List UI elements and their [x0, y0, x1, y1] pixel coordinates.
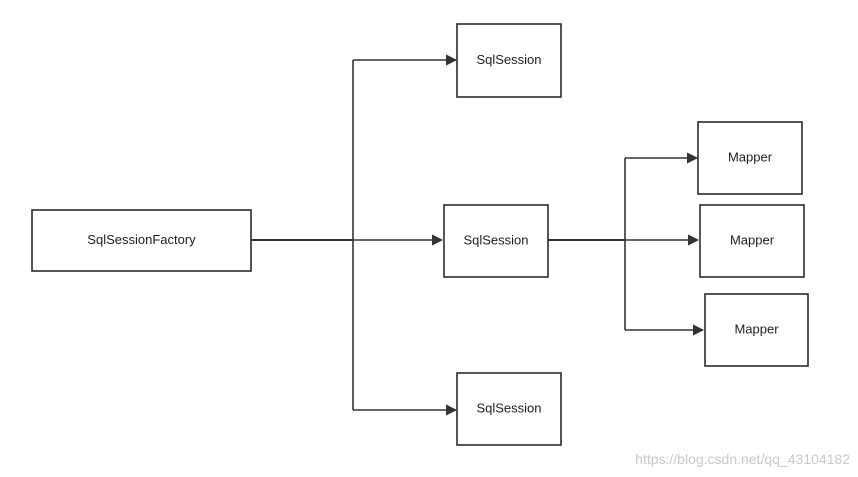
node-label: SqlSession: [476, 52, 541, 67]
node-mapper-1: Mapper: [697, 121, 803, 195]
node-label: SqlSession: [476, 400, 541, 415]
node-box: [31, 209, 252, 272]
node-label: Mapper: [734, 321, 779, 336]
node-label: SqlSessionFactory: [87, 232, 196, 247]
node-mapper-2: Mapper: [699, 204, 805, 278]
node-box: [697, 121, 803, 195]
node-box: [699, 204, 805, 278]
node-sqlsessionfactory: SqlSessionFactory: [31, 209, 252, 272]
node-label: Mapper: [730, 232, 775, 247]
node-mapper-3: Mapper: [704, 293, 809, 367]
node-sqlsession-middle: SqlSession: [443, 204, 549, 278]
node-label: SqlSession: [463, 232, 528, 247]
node-sqlsession-bottom: SqlSession: [456, 372, 562, 446]
node-box: [443, 204, 549, 278]
node-label: Mapper: [728, 149, 773, 164]
watermark-text: https://blog.csdn.net/qq_43104182: [635, 451, 850, 467]
node-box: [704, 293, 809, 367]
factory-connectors: [251, 54, 458, 416]
node-sqlsession-top: SqlSession: [456, 23, 562, 98]
session-connectors: [548, 152, 705, 336]
node-box: [456, 372, 562, 446]
node-box: [456, 23, 562, 98]
